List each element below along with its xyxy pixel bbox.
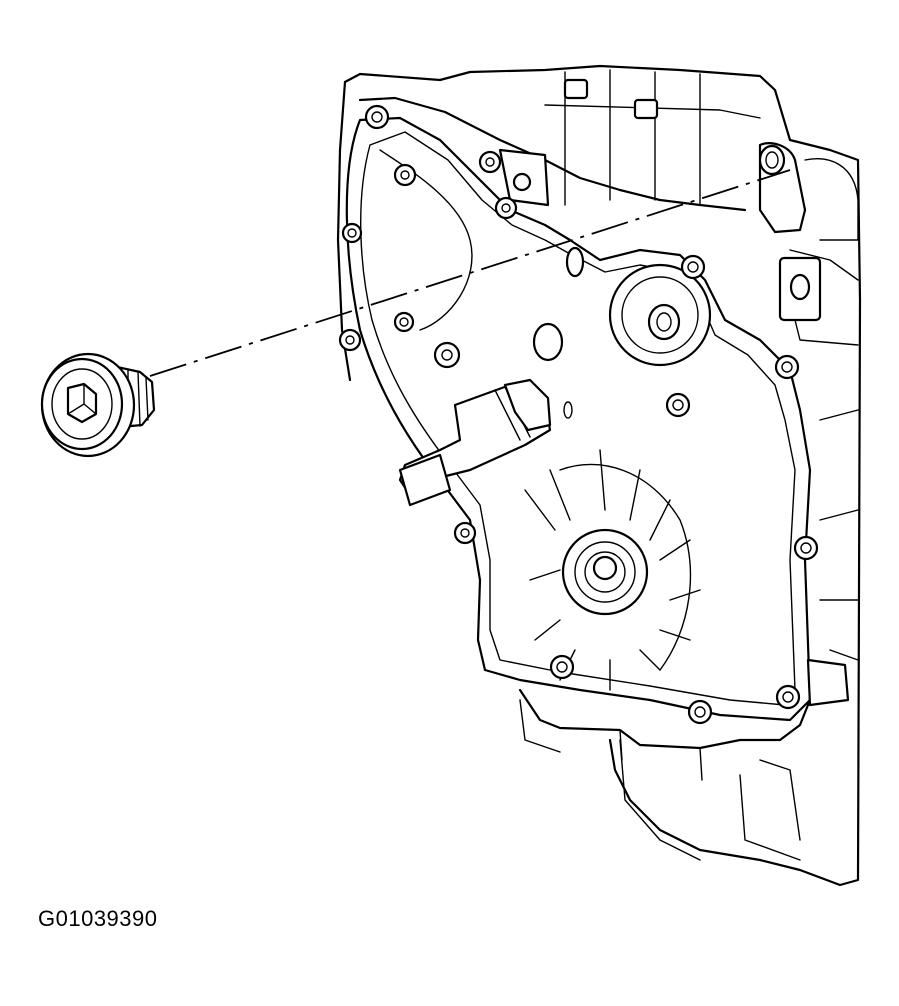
- upper-flange: [358, 96, 859, 241]
- leader-line: [149, 169, 791, 377]
- engine-block: [336, 64, 862, 887]
- cover-bolts: [338, 104, 819, 725]
- socket-plug: [40, 352, 156, 458]
- figure-id-label: G01039390: [38, 906, 158, 931]
- sensor-body: [398, 378, 552, 507]
